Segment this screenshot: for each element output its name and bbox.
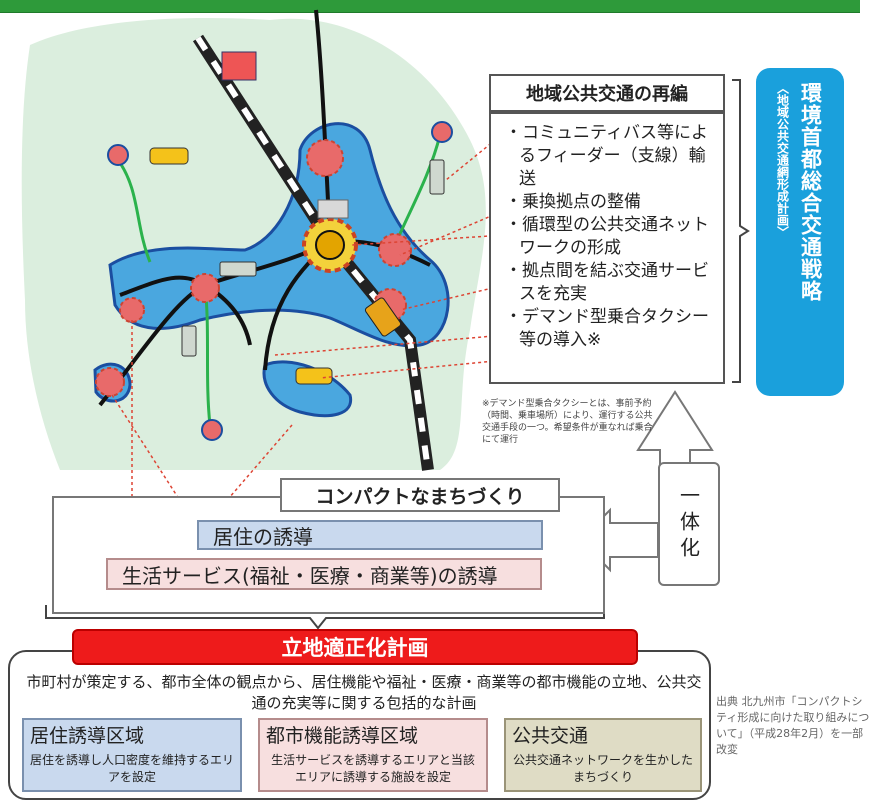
residence-zone-heading: 居住誘導区域 [30,725,145,747]
urban-area-south [262,360,353,418]
source-citation: 出典 北九州市「コンパクトシティ形成に向けた取り組みについて」（平成28年2月）… [716,695,870,756]
station-building [317,199,349,219]
railway [192,34,434,471]
panel-item-circular: ・循環型の公共交通ネットワークの形成 [505,215,709,258]
bottom-brace [45,605,605,630]
residence-guidance: 居住の誘導 [197,520,543,550]
location-plan-title: 立地適正化計画 [72,629,638,665]
integration-box: 一体化 [658,462,720,586]
panel-title: 地域公共交通の再編 [489,74,725,112]
public-transport-body: 公共交通ネットワークを生かしたまちづくり [512,753,693,784]
env-strategy-title: 環境首都総合交通戦略 [798,82,823,302]
panel-item-transfer: ・乗換拠点の整備 [505,192,641,212]
train [364,297,402,337]
top-accent-bar [0,0,860,13]
compact-city-title: コンパクトなまちづくり [280,478,560,512]
location-plan-description: 市町村が策定する、都市全体の観点から、居住機能や福祉・医療・商業等の都市機能の立… [26,673,702,712]
taxi-south [295,367,333,385]
urban-function-zone-cell: 都市機能誘導区域 生活サービスを誘導するエリアと当該エリアに誘導する施設を設定 [258,718,488,792]
bus-south [181,325,197,357]
env-strategy-panel: 環境首都総合交通戦略 〈地域公共交通網形成計画〉 [756,68,844,396]
integration-label: 一体化 [676,485,701,563]
panel-item-hub-service: ・拠点間を結ぶ交通サービスを充実 [505,261,709,304]
panel-item-feeder: ・コミュニティバス等によるフィーダー（支線）輸送 [505,123,708,189]
compact-city-box [52,496,605,614]
taxi [149,147,189,165]
env-strategy-subtitle: 〈地域公共交通網形成計画〉 [775,82,790,238]
public-transport-cell: 公共交通 公共交通ネットワークを生かしたまちづくり [504,718,702,792]
urban-function-zone-body: 生活サービスを誘導するエリアと当該エリアに誘導する施設を設定 [271,753,475,784]
service-guidance: 生活サービス(福祉・医療・商業等)の誘導 [106,558,542,590]
hub-small [107,121,453,441]
bus [219,261,257,277]
right-brace [732,79,750,383]
residence-zone-cell: 居住誘導区域 居住を誘導し人口密度を維持するエリアを設定 [22,718,242,792]
measures-panel: ・コミュニティバス等によるフィーダー（支線）輸送 ・乗換拠点の整備 ・循環型の公… [489,112,725,384]
airplane-building [221,51,257,81]
public-transport-heading: 公共交通 [512,725,589,747]
residence-zone-body: 居住を誘導し人口密度を維持するエリアを設定 [30,753,235,784]
demand-taxi-note: ※デマンド型乗合タクシーとは、事前予約（時間、乗車場所）により、運行する公共交通… [482,399,653,445]
panel-item-demand-taxi: ・デマンド型乗合タクシー等の導入※ [505,307,709,350]
urban-function-zone-heading: 都市機能誘導区域 [266,725,419,747]
bus-north [429,159,445,195]
